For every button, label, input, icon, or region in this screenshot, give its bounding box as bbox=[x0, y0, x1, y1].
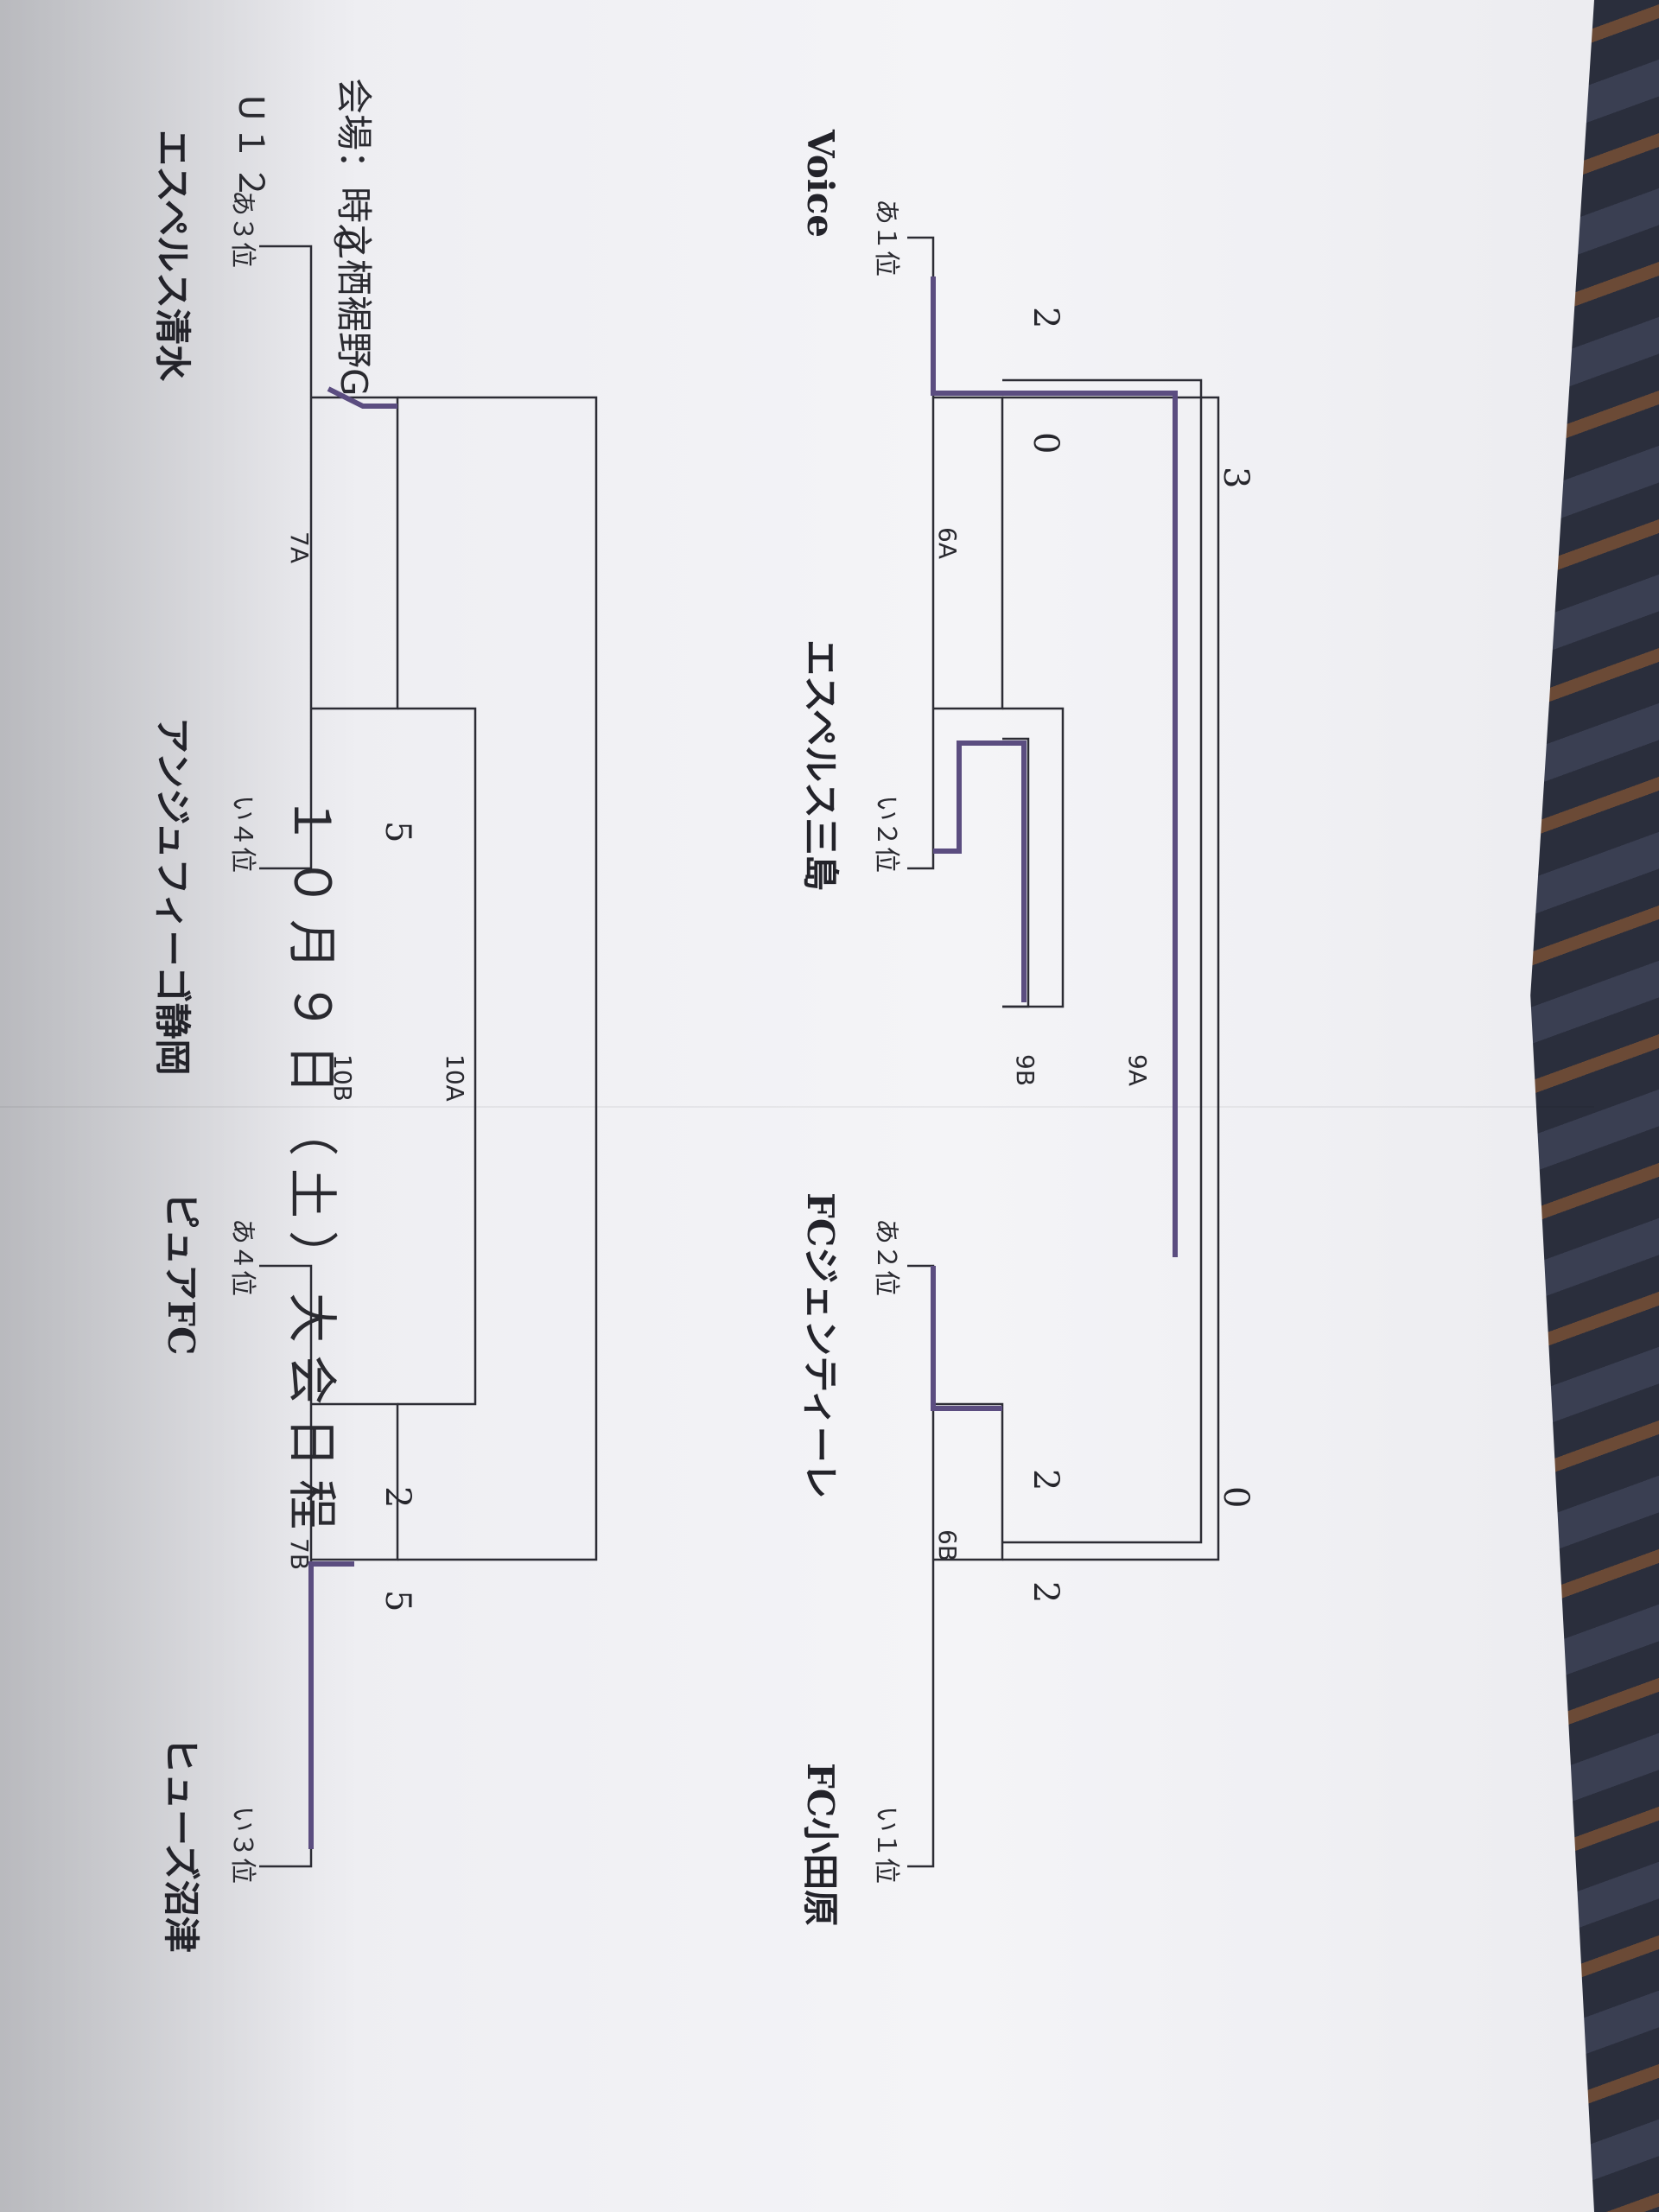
team-name: ピュアFC bbox=[160, 1192, 202, 1356]
bracket-9a-inner bbox=[1002, 378, 1203, 1544]
bracket-7a-stem bbox=[311, 396, 399, 710]
match-label-7b: 7B bbox=[285, 1538, 314, 1571]
score-6b-right: 2 bbox=[1026, 1581, 1065, 1604]
winner-path-7a bbox=[327, 386, 397, 409]
match-label-6b: 6B bbox=[933, 1529, 962, 1562]
team-name: アンジュフィーゴ静岡 bbox=[151, 717, 194, 1076]
bracket-lines-group bbox=[259, 236, 1220, 1868]
match-label-7a: 7A bbox=[285, 531, 314, 563]
score-6a-right: 0 bbox=[1026, 432, 1065, 454]
slot-label: い３位 bbox=[227, 1806, 257, 1884]
match-label-6a: 6A bbox=[933, 527, 962, 559]
slot-label: あ１位 bbox=[871, 199, 901, 276]
paper-shadow bbox=[0, 0, 363, 2212]
slot-label: い４位 bbox=[227, 795, 257, 873]
category-label: U１２ bbox=[231, 95, 270, 206]
winner-path-6a bbox=[931, 276, 1178, 1257]
slot-label: い１位 bbox=[871, 1806, 901, 1884]
score-7a-right: 5 bbox=[378, 821, 417, 843]
bracket-6b bbox=[907, 1264, 935, 1868]
slot-label: あ３位 bbox=[227, 190, 257, 268]
bracket-10b bbox=[397, 707, 477, 1406]
winner-path-7b bbox=[308, 1561, 354, 1849]
slot-label: あ２位 bbox=[871, 1218, 901, 1296]
score-9a-left: 3 bbox=[1216, 467, 1255, 489]
score-9a-right: 0 bbox=[1216, 1486, 1255, 1509]
slot-label: い２位 bbox=[871, 795, 901, 873]
bracket-6a bbox=[907, 236, 935, 870]
team-name: エスペルス清水 bbox=[151, 130, 194, 382]
winner-path-9b bbox=[933, 741, 1027, 1002]
bracket-9b bbox=[1002, 707, 1065, 1008]
bracket-9a bbox=[1002, 396, 1220, 1561]
score-7b-left: 2 bbox=[378, 1486, 417, 1509]
team-name: FC小田原 bbox=[799, 1763, 842, 1927]
team-name: FCジェンティーレ bbox=[799, 1192, 842, 1499]
bracket-9b-inner bbox=[1002, 737, 1030, 1008]
bracket-6b-stem bbox=[933, 1402, 1004, 1561]
slot-label: あ４位 bbox=[227, 1218, 257, 1296]
score-6b-left: 2 bbox=[1026, 1469, 1065, 1491]
paper-fold bbox=[0, 1106, 1594, 1108]
bracket-7a bbox=[259, 245, 313, 870]
team-name: Voice bbox=[799, 130, 842, 238]
score-7b-right: 5 bbox=[378, 1590, 417, 1612]
team-name: ヒューズ沼津 bbox=[160, 1737, 202, 1953]
page-title: １０月９日（土）大会日程 bbox=[283, 795, 341, 1542]
bracket-6a-stem bbox=[933, 396, 1004, 710]
match-label-9a: 9A bbox=[1123, 1054, 1152, 1086]
match-label-9b: 9B bbox=[1011, 1054, 1039, 1087]
match-label-10b: 10B bbox=[328, 1054, 357, 1102]
winner-path-6b bbox=[931, 1266, 1002, 1411]
bracket-7b-stem bbox=[311, 1402, 399, 1561]
paper-sheet bbox=[0, 0, 1594, 2212]
bracket-10a bbox=[397, 396, 598, 1561]
score-6a-left: 2 bbox=[1026, 307, 1065, 329]
match-label-10a: 10A bbox=[441, 1054, 469, 1102]
score-7a-left: 0 bbox=[326, 229, 365, 251]
team-name: エスペルス三島 bbox=[799, 639, 842, 892]
